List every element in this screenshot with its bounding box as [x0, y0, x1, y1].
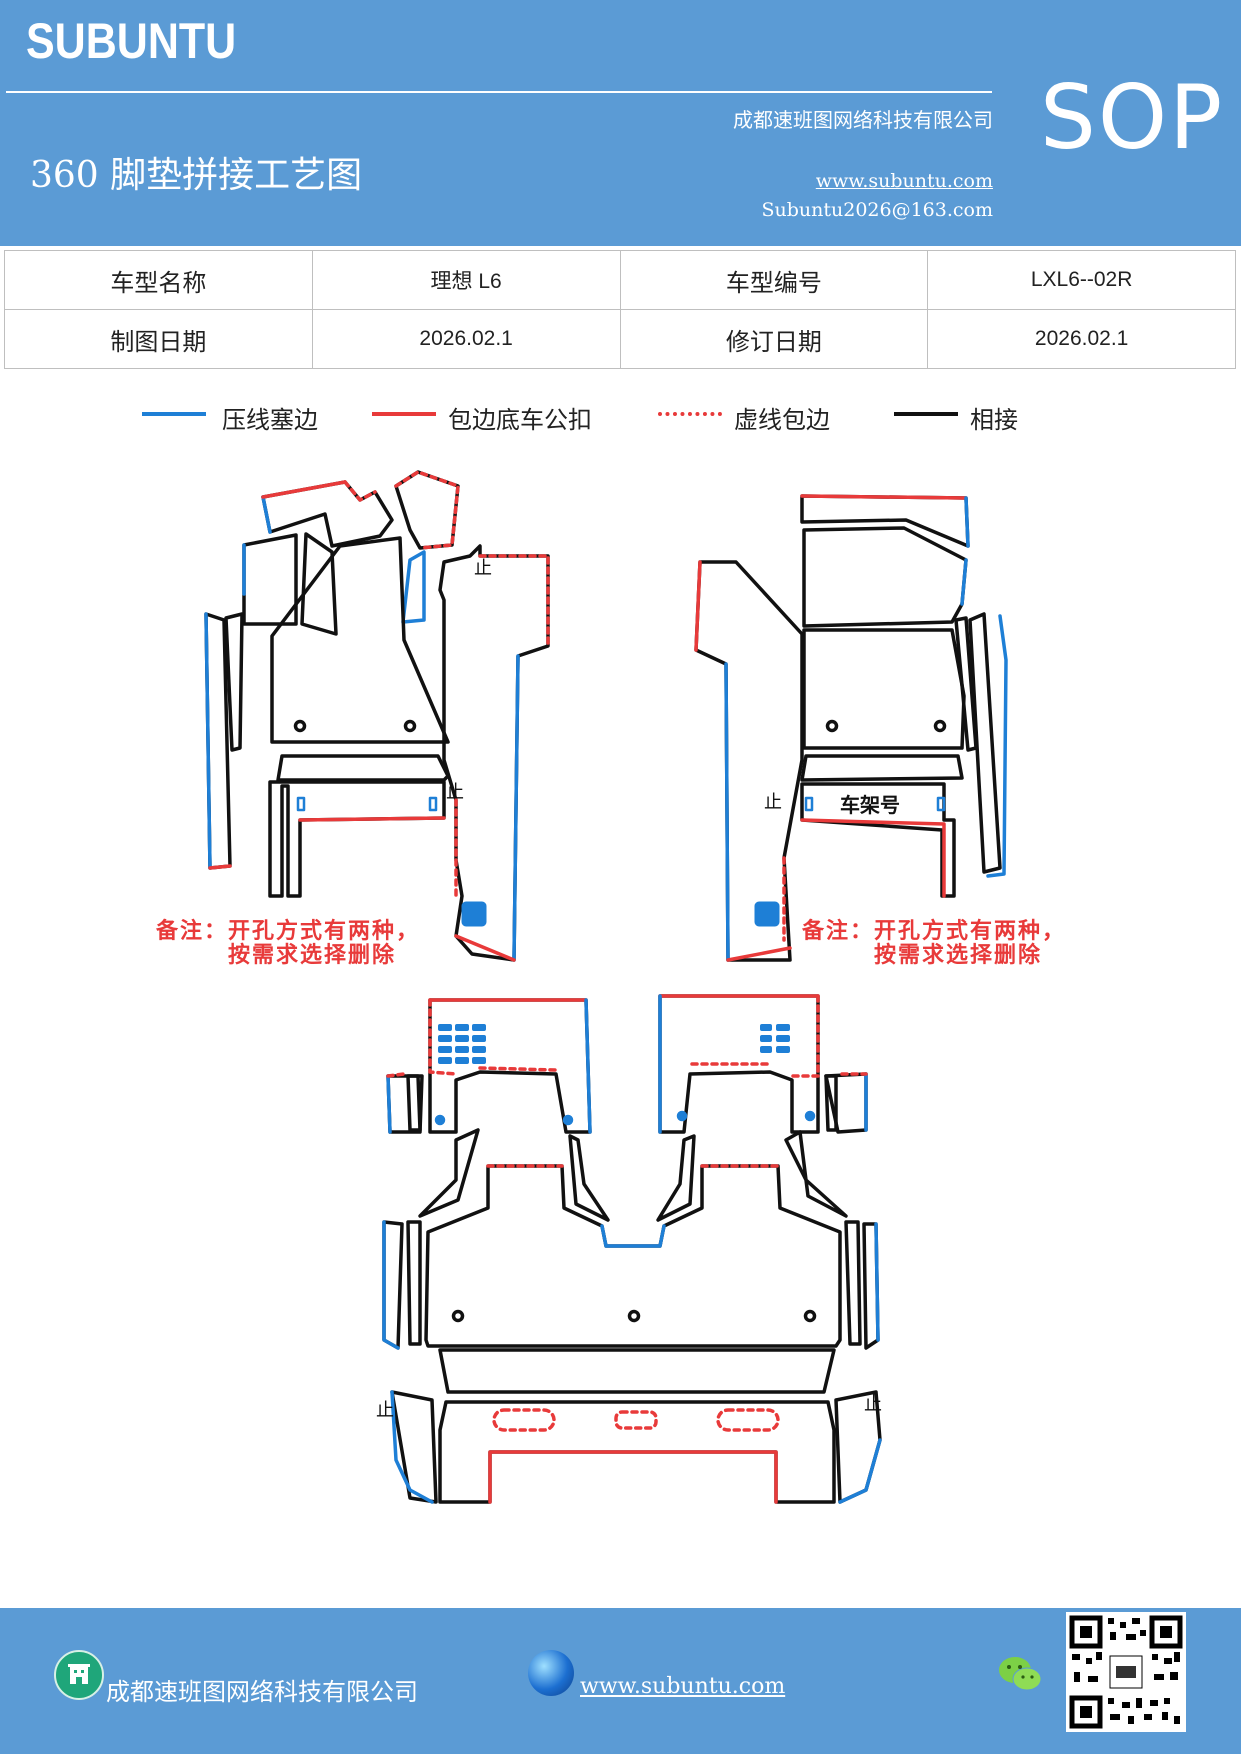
sop-badge: SOP [1040, 66, 1225, 169]
footer-banner: 成都速班图网络科技有限公司 www.subuntu.com [0, 1608, 1241, 1754]
front-left-mat [204, 470, 550, 962]
stop-mark: 止 [474, 558, 492, 579]
rear-mat [382, 994, 882, 1504]
note-line: 备注：开孔方式有两种， [156, 919, 421, 944]
table-cell: 车型编号 [619, 250, 929, 310]
legend-swatch-black [894, 412, 958, 416]
brand-logo: SUBUNTU [26, 13, 237, 69]
legend-label: 虚线包边 [734, 406, 830, 434]
qr-code-image [1066, 1612, 1186, 1732]
note-line: 按需求选择删除 [874, 943, 1043, 968]
note-right: 备注：开孔方式有两种， 按需求选择删除 [802, 920, 1066, 968]
front-right-mat [694, 494, 1008, 962]
table-row: 制图日期 2026.02.1 修订日期 2026.02.1 [4, 309, 1236, 369]
header-banner: SUBUNTU 成都速班图网络科技有限公司 360 脚垫拼接工艺图 www.su… [0, 0, 1241, 246]
table-cell: 2026.02.1 [311, 309, 621, 369]
legend-label: 压线塞边 [222, 406, 318, 434]
vent-grid-right [760, 1024, 790, 1053]
legend-item: 虚线包边 [658, 400, 878, 440]
legend-item: 相接 [894, 400, 1054, 440]
wechat-icon [996, 1652, 1044, 1696]
stop-mark: 止 [376, 1400, 394, 1421]
legend-swatch-red-dotted [658, 412, 722, 416]
header-divider [6, 91, 992, 93]
stop-mark: 止 [764, 792, 782, 813]
legend-label: 包边底车公扣 [448, 406, 592, 434]
vehicle-info-table: 车型名称 理想 L6 车型编号 LXL6--02R 制图日期 2026.02.1… [4, 250, 1236, 369]
header-email: Subuntu2026@163.com [761, 199, 993, 221]
note-line: 备注：开孔方式有两种， [802, 919, 1067, 944]
legend-label: 相接 [970, 406, 1018, 434]
building-icon [54, 1650, 104, 1700]
table-cell: LXL6--02R [927, 250, 1236, 310]
header-company: 成都速班图网络科技有限公司 [733, 108, 993, 132]
note-line: 按需求选择删除 [228, 943, 397, 968]
header-website-link[interactable]: www.subuntu.com [815, 170, 993, 192]
vent-grid-left [438, 1024, 486, 1064]
legend-item: 包边底车公扣 [372, 400, 632, 440]
stop-mark: 止 [864, 1394, 882, 1415]
footer-company: 成都速班图网络科技有限公司 [106, 1678, 418, 1706]
note-left: 备注：开孔方式有两种， 按需求选择删除 [156, 920, 420, 968]
stop-mark: 止 [446, 782, 464, 803]
legend-swatch-red [372, 412, 436, 416]
legend-swatch-blue [142, 412, 206, 416]
table-row: 车型名称 理想 L6 车型编号 LXL6--02R [4, 250, 1236, 310]
table-cell: 车型名称 [4, 250, 313, 310]
table-cell: 理想 L6 [311, 250, 621, 310]
document-title: 360 脚垫拼接工艺图 [30, 155, 363, 196]
table-cell: 制图日期 [4, 309, 313, 369]
globe-icon [528, 1650, 574, 1696]
legend-item: 压线塞边 [142, 400, 342, 440]
frame-number-label: 车架号 [840, 793, 900, 817]
table-cell: 2026.02.1 [927, 309, 1236, 369]
footer-website-link[interactable]: www.subuntu.com [580, 1674, 786, 1699]
table-cell: 修订日期 [619, 309, 929, 369]
